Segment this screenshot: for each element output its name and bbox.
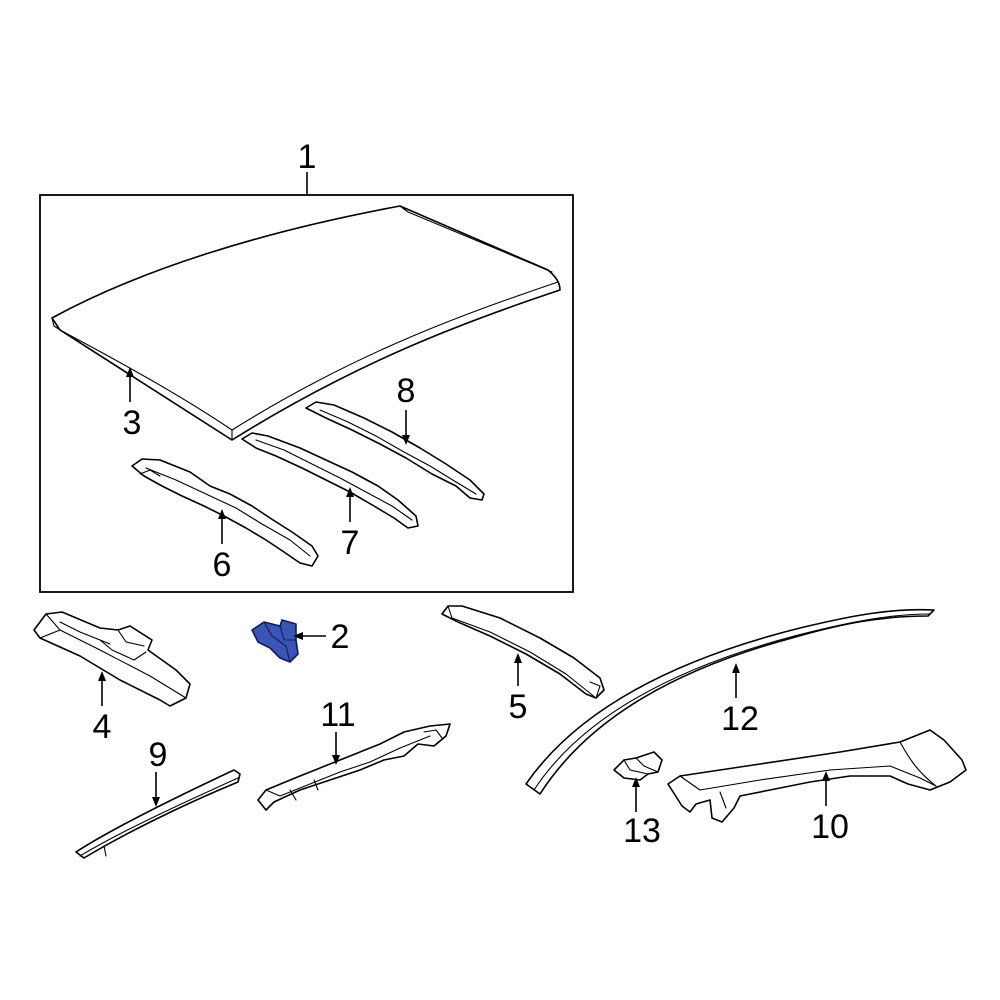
- part-13-bracket[interactable]: [613, 751, 663, 781]
- part-2-bracket-highlighted[interactable]: [251, 619, 299, 663]
- part-9-rail[interactable]: [75, 769, 241, 859]
- callout-8-label: 8: [397, 372, 416, 410]
- part-11-reinforcement[interactable]: [257, 723, 451, 811]
- callout-4-label: 4: [93, 708, 112, 746]
- part-7-roof-bow[interactable]: [241, 432, 419, 529]
- callout-5-label: 5: [509, 688, 528, 726]
- callout-7-label: 7: [341, 524, 360, 562]
- part-12-roof-rail[interactable]: [525, 608, 935, 795]
- callout-3-label: 3: [123, 404, 142, 442]
- part-3-roof-panel[interactable]: [51, 205, 561, 441]
- callout-6-label: 6: [213, 546, 232, 584]
- part-10-side-rail[interactable]: [667, 729, 967, 823]
- callout-11-label: 11: [320, 696, 355, 734]
- callout-12-label: 12: [721, 700, 759, 738]
- callout-9-label: 9: [149, 736, 168, 774]
- part-8-roof-bow[interactable]: [305, 401, 485, 501]
- callout-10-label: 10: [811, 808, 849, 846]
- callout-1-label: 1: [298, 138, 317, 176]
- part-5-rear-header[interactable]: [441, 605, 605, 699]
- callout-2-label: 2: [331, 618, 350, 656]
- callout-13-label: 13: [623, 812, 661, 850]
- part-4-header-panel[interactable]: [33, 611, 191, 707]
